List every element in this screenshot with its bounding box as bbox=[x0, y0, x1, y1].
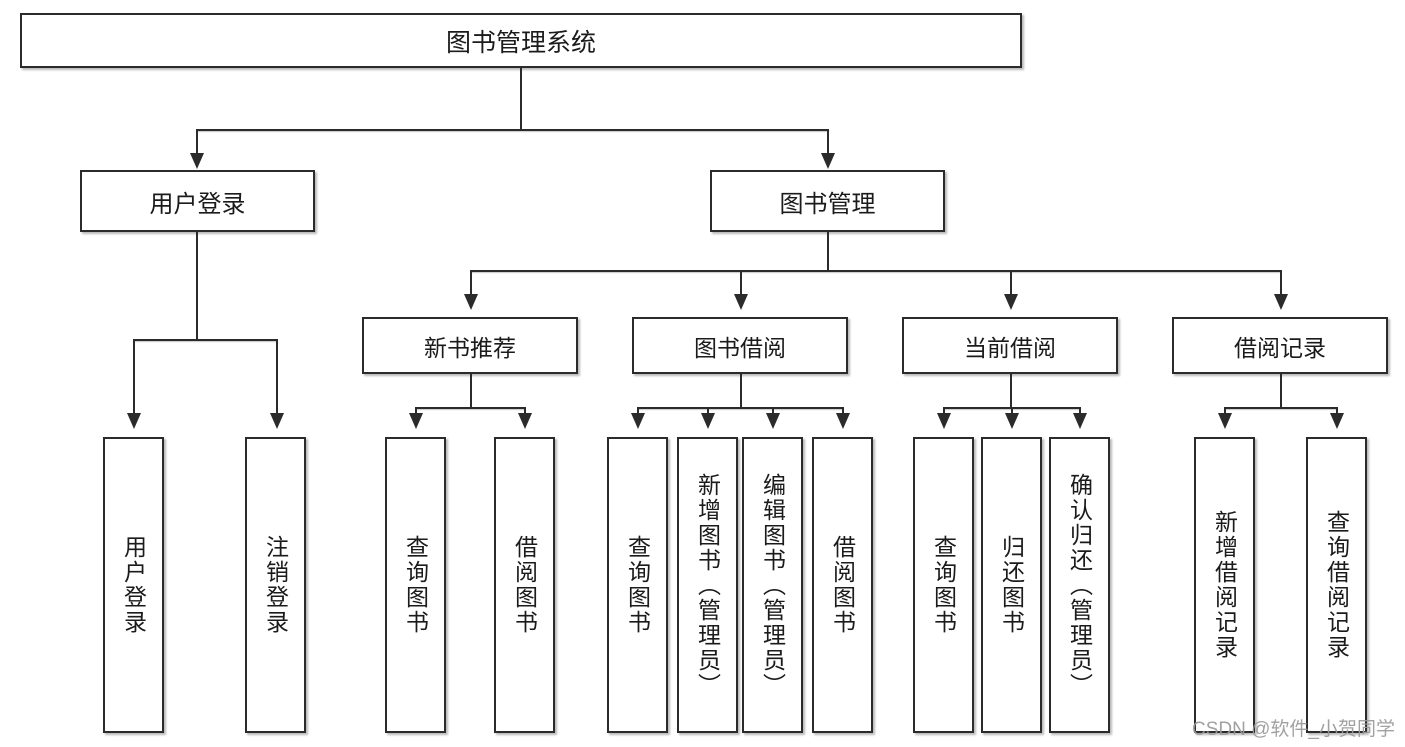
connector-root-rail bbox=[196, 129, 828, 131]
node-label: 注销登录 bbox=[262, 535, 289, 635]
arrow-leaf-bb-4 bbox=[836, 413, 850, 429]
connector-drop-user-login bbox=[196, 129, 198, 155]
arrow-leaf-br-2 bbox=[1330, 413, 1344, 429]
leaf-current-borrow-query[interactable]: 查询图书 bbox=[913, 437, 974, 733]
node-label: 图书借阅 bbox=[694, 334, 786, 361]
connector-borrow-record-stem bbox=[1280, 374, 1282, 408]
arrow-leaf-user-login-1 bbox=[127, 413, 141, 429]
connector-root-stem bbox=[520, 68, 522, 130]
node-label: 查询图书 bbox=[930, 535, 957, 635]
arrow-current-borrow bbox=[1004, 294, 1018, 310]
node-label: 查询借阅记录 bbox=[1323, 510, 1350, 660]
node-user-login[interactable]: 用户登录 bbox=[80, 170, 315, 232]
node-current-borrow[interactable]: 当前借阅 bbox=[902, 317, 1118, 374]
connector-drop-bb-1 bbox=[637, 407, 639, 415]
leaf-borrow-record-query[interactable]: 查询借阅记录 bbox=[1306, 437, 1367, 733]
leaf-book-borrow-add[interactable]: 新增图书（管理员） bbox=[677, 437, 738, 733]
connector-current-borrow-stem bbox=[1010, 374, 1012, 408]
arrow-book-management bbox=[821, 153, 835, 169]
node-borrow-record[interactable]: 借阅记录 bbox=[1172, 317, 1388, 374]
connector-drop-br-1 bbox=[1224, 407, 1226, 415]
leaf-book-borrow-query[interactable]: 查询图书 bbox=[607, 437, 668, 733]
connector-book-management-rail bbox=[470, 270, 1280, 272]
arrow-leaf-user-login-2 bbox=[270, 413, 284, 429]
node-label: 用户登录 bbox=[149, 190, 246, 218]
connector-drop-user-login-1 bbox=[133, 339, 135, 415]
connector-drop-user-login-2 bbox=[276, 339, 278, 415]
connector-borrow-record-rail bbox=[1224, 407, 1337, 409]
arrow-leaf-cb-2 bbox=[1005, 413, 1019, 429]
node-label: 图书管理 bbox=[779, 190, 876, 218]
connector-drop-nb-2 bbox=[524, 407, 526, 415]
arrow-leaf-nb-1 bbox=[409, 413, 423, 429]
node-label: 图书管理系统 bbox=[445, 28, 596, 57]
node-label: 借阅记录 bbox=[1234, 334, 1326, 361]
arrow-leaf-cb-3 bbox=[1073, 413, 1087, 429]
connector-drop-cb-3 bbox=[1079, 407, 1081, 415]
leaf-new-book-borrow[interactable]: 借阅图书 bbox=[494, 437, 555, 733]
node-label: 编辑图书（管理员） bbox=[759, 472, 786, 698]
connector-user-login-stem bbox=[196, 232, 198, 340]
node-label: 借阅图书 bbox=[511, 535, 538, 635]
arrow-leaf-bb-3 bbox=[766, 413, 780, 429]
connector-book-borrow-rail bbox=[637, 407, 843, 409]
arrow-new-book-recommend bbox=[464, 294, 478, 310]
arrow-leaf-br-1 bbox=[1218, 413, 1232, 429]
node-label: 归还图书 bbox=[998, 535, 1025, 635]
arrow-borrow-record bbox=[1274, 294, 1288, 310]
node-label: 新增借阅记录 bbox=[1211, 510, 1238, 660]
leaf-user-login-logout[interactable]: 注销登录 bbox=[245, 437, 306, 733]
node-label: 当前借阅 bbox=[964, 334, 1056, 361]
connector-new-book-stem bbox=[470, 374, 472, 408]
arrow-book-borrow bbox=[734, 294, 748, 310]
arrow-leaf-nb-2 bbox=[518, 413, 532, 429]
arrow-user-login bbox=[190, 153, 204, 169]
node-label: 查询图书 bbox=[402, 535, 429, 635]
connector-drop-cb-2 bbox=[1011, 407, 1013, 415]
connector-drop-br-2 bbox=[1336, 407, 1338, 415]
node-label: 查询图书 bbox=[624, 535, 651, 635]
leaf-current-borrow-return[interactable]: 归还图书 bbox=[981, 437, 1042, 733]
connector-drop-book-management bbox=[827, 129, 829, 155]
connector-drop-book-borrow bbox=[740, 270, 742, 296]
node-book-management[interactable]: 图书管理 bbox=[710, 170, 945, 232]
csdn-watermark: CSDN @软件_小贺同学 bbox=[1192, 719, 1395, 740]
connector-drop-cb-1 bbox=[943, 407, 945, 415]
arrow-leaf-bb-1 bbox=[631, 413, 645, 429]
node-label: 借阅图书 bbox=[829, 535, 856, 635]
connector-drop-bb-4 bbox=[842, 407, 844, 415]
arrow-leaf-cb-1 bbox=[937, 413, 951, 429]
connector-drop-borrow-record bbox=[1280, 270, 1282, 296]
connector-user-login-rail bbox=[133, 339, 277, 341]
connector-new-book-rail bbox=[415, 407, 525, 409]
node-label: 新书推荐 bbox=[424, 334, 516, 361]
leaf-borrow-record-add[interactable]: 新增借阅记录 bbox=[1194, 437, 1255, 733]
connector-drop-nb-1 bbox=[415, 407, 417, 415]
node-label: 确认归还（管理员） bbox=[1066, 472, 1093, 698]
node-new-book-recommend[interactable]: 新书推荐 bbox=[362, 317, 578, 374]
connector-drop-new-book bbox=[470, 270, 472, 296]
leaf-user-login-login[interactable]: 用户登录 bbox=[103, 437, 164, 733]
leaf-new-book-query[interactable]: 查询图书 bbox=[385, 437, 446, 733]
node-label: 新增图书（管理员） bbox=[694, 472, 721, 698]
connector-book-management-stem bbox=[827, 232, 829, 272]
connector-drop-current-borrow bbox=[1010, 270, 1012, 296]
leaf-current-borrow-confirm-return[interactable]: 确认归还（管理员） bbox=[1049, 437, 1110, 733]
connector-drop-bb-3 bbox=[772, 407, 774, 415]
leaf-book-borrow-borrow[interactable]: 借阅图书 bbox=[812, 437, 873, 733]
node-label: 用户登录 bbox=[120, 535, 147, 635]
node-book-borrow[interactable]: 图书借阅 bbox=[632, 317, 848, 374]
connector-book-borrow-stem bbox=[740, 374, 742, 408]
connector-drop-bb-2 bbox=[707, 407, 709, 415]
leaf-book-borrow-edit[interactable]: 编辑图书（管理员） bbox=[742, 437, 803, 733]
arrow-leaf-bb-2 bbox=[701, 413, 715, 429]
node-root-book-management-system[interactable]: 图书管理系统 bbox=[20, 13, 1022, 68]
